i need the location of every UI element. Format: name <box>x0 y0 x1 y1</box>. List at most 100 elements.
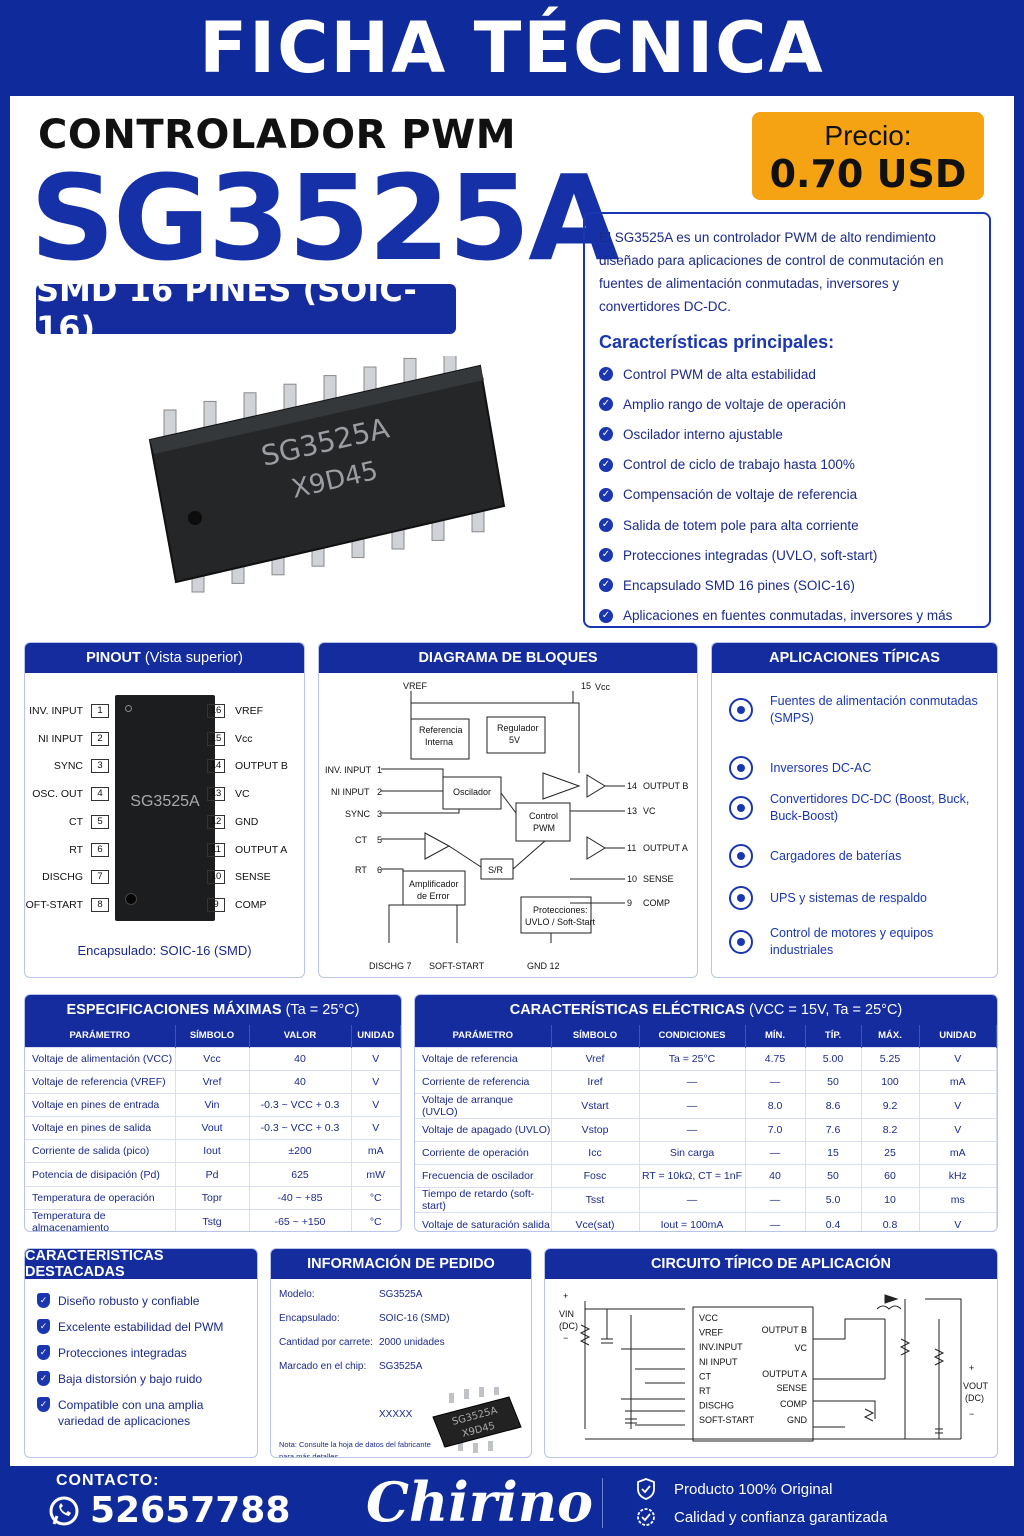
bd-p11: 11 <box>627 843 636 853</box>
check-circle-icon: ✓ <box>599 487 613 502</box>
table-cell: mA <box>351 1139 401 1163</box>
shield-check-icon <box>637 1478 655 1500</box>
bd-vc: VC <box>643 806 656 816</box>
table-cell: Vref <box>175 1069 250 1094</box>
pinout-package: Encapsulado: SOIC-16 (SMD) <box>77 943 252 958</box>
pin-number-left: 8 <box>91 897 109 912</box>
bd-vcc: Vcc <box>595 682 611 692</box>
circuit-pin-left: SOFT-START <box>699 1415 755 1425</box>
circuit-vin: VIN <box>559 1309 574 1319</box>
table-cell: Voltaje de arranque (UVLO) <box>415 1092 552 1119</box>
bd-p10: 10 <box>627 874 637 884</box>
bd-rt: RT <box>355 865 367 875</box>
pin-label-right: Vcc <box>235 732 253 745</box>
pinout-header: PINOUT(Vista superior) <box>25 643 304 673</box>
pin-label-right: OUTPUT B <box>235 760 288 773</box>
table-header: VALOR <box>249 1025 352 1047</box>
table-cell: 0.4 <box>805 1212 862 1231</box>
price-box: Precio: 0.70 USD <box>752 112 984 200</box>
check-circle-icon: ✓ <box>599 457 613 472</box>
bd-p9: 9 <box>627 898 632 908</box>
table-cell: Voltaje de referencia (VREF) <box>25 1069 176 1094</box>
table-cell: ms <box>919 1187 997 1213</box>
circuit-pin-right: SENSE <box>776 1383 807 1393</box>
table-header: TÍP. <box>805 1025 862 1047</box>
phone-number: 52657788 <box>90 1490 291 1531</box>
feature-text: Encapsulado SMD 16 pines (SOIC-16) <box>623 577 855 593</box>
table-cell: — <box>745 1141 806 1165</box>
table-cell: V <box>351 1046 401 1071</box>
application-item: UPS y sistemas de respaldo <box>726 883 988 913</box>
table-header: PARÁMETRO <box>25 1025 176 1047</box>
pin1-marker <box>125 705 132 712</box>
pin-number-right: 10 <box>207 870 225 885</box>
pin-label-right: VREF <box>235 705 264 717</box>
highlight-text: Baja distorsión y bajo ruido <box>58 1372 203 1386</box>
circuit-header: CIRCUITO TÍPICO DE APLICACIÓN <box>545 1249 997 1279</box>
application-text: Convertidores DC-DC (Boost, Buck, Buck-B… <box>770 792 970 823</box>
check-circle-icon: ✓ <box>599 608 613 623</box>
table-cell: Vstop <box>551 1117 640 1142</box>
table-cell: Vce(sat) <box>551 1212 640 1231</box>
table-cell: Tiempo de retardo (soft-start) <box>415 1187 552 1213</box>
circuit-plus-out: + <box>969 1363 974 1373</box>
check-circle-icon: ✓ <box>599 518 613 533</box>
table-cell: — <box>745 1069 806 1094</box>
table-cell: 15 <box>805 1141 862 1165</box>
table-cell: V <box>919 1117 997 1142</box>
table-cell: — <box>639 1069 746 1094</box>
application-item: Inversores DC-AC <box>726 753 988 783</box>
check-circle-icon: ✓ <box>599 427 613 442</box>
feature-item: ✓Compensación de voltaje de referencia <box>599 480 977 510</box>
table-cell: V <box>919 1212 997 1231</box>
table-cell: — <box>745 1212 806 1231</box>
circuit-panel: CIRCUITO TÍPICO DE APLICACIÓN + VIN (DC)… <box>544 1248 998 1458</box>
feature-text: Control PWM de alta estabilidad <box>623 366 816 382</box>
shield-check-icon: ✓ <box>37 1319 50 1334</box>
table-cell: 7.6 <box>805 1117 862 1142</box>
contact-phone[interactable]: 52657788 <box>48 1490 290 1531</box>
table-cell: 5.25 <box>861 1046 920 1071</box>
table-cell: Vcc <box>175 1046 250 1071</box>
bd-sense: SENSE <box>643 874 674 884</box>
pin-number-left: 3 <box>91 759 109 774</box>
check-circle-icon: ✓ <box>599 578 613 593</box>
table-cell: V <box>351 1092 401 1117</box>
table-cell: 50 <box>805 1069 862 1094</box>
feature-item: ✓Aplicaciones en fuentes conmutadas, inv… <box>599 601 977 631</box>
table-cell: V <box>919 1092 997 1119</box>
table-cell: Voltaje en pines de entrada <box>25 1092 176 1117</box>
features-list: ✓Control PWM de alta estabilidad✓Amplio … <box>599 359 977 631</box>
table-cell: mA <box>919 1069 997 1094</box>
table-header: UNIDAD <box>919 1025 997 1047</box>
pin-label-right: COMP <box>235 898 267 911</box>
pin-number-left: 2 <box>91 731 109 746</box>
table-cell: -65 ~ +150 <box>249 1208 352 1231</box>
pin-label-right: SENSE <box>235 871 271 884</box>
table-cell: Icc <box>551 1141 640 1165</box>
quality-seal-icon <box>637 1508 655 1526</box>
circuit-plus-in: + <box>563 1291 568 1301</box>
table-cell: mA <box>919 1141 997 1165</box>
pin-number-left: 4 <box>91 787 109 802</box>
converter-icon <box>729 796 753 820</box>
table-cell: Temperatura de operación <box>25 1185 176 1210</box>
feature-item: ✓Control PWM de alta estabilidad <box>599 359 977 389</box>
table-cell: 8.6 <box>805 1092 862 1119</box>
table-cell: 625 <box>249 1162 352 1187</box>
table-cell: Voltaje en pines de salida <box>25 1116 176 1140</box>
bd-p5: 5 <box>377 835 382 845</box>
highlight-text: Protecciones integradas <box>58 1346 187 1360</box>
bd-p3: 3 <box>377 809 382 819</box>
table-cell: Ta = 25°C <box>639 1046 746 1071</box>
feature-text: Protecciones integradas (UVLO, soft-star… <box>623 547 878 563</box>
pin-number-right: 13 <box>207 787 225 802</box>
bd-p14: 14 <box>627 781 637 791</box>
table-cell: 10 <box>861 1187 920 1213</box>
table-cell: V <box>351 1069 401 1094</box>
table-header: SÍMBOLO <box>175 1025 250 1047</box>
bd-ctrl2: PWM <box>533 823 555 833</box>
order-field-label: Cantidad por carrete: <box>279 1337 373 1348</box>
